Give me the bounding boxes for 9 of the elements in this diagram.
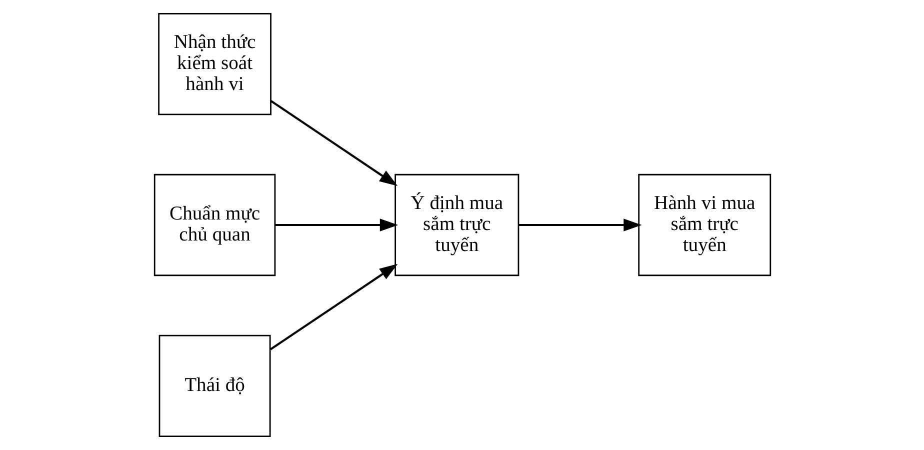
node-box: Hành vi mua sắm trực tuyến [638,174,771,276]
node-box: Nhận thức kiểm soát hành vi [158,12,271,116]
arrow [518,218,642,232]
node-box: Chuẩn mực chủ quan [153,174,276,276]
node-box: Ý định mua sắm trực tuyến [394,174,519,276]
arrow [274,218,398,232]
arrow [269,264,398,350]
node-box: Thái độ [158,334,270,438]
arrow [270,100,398,186]
